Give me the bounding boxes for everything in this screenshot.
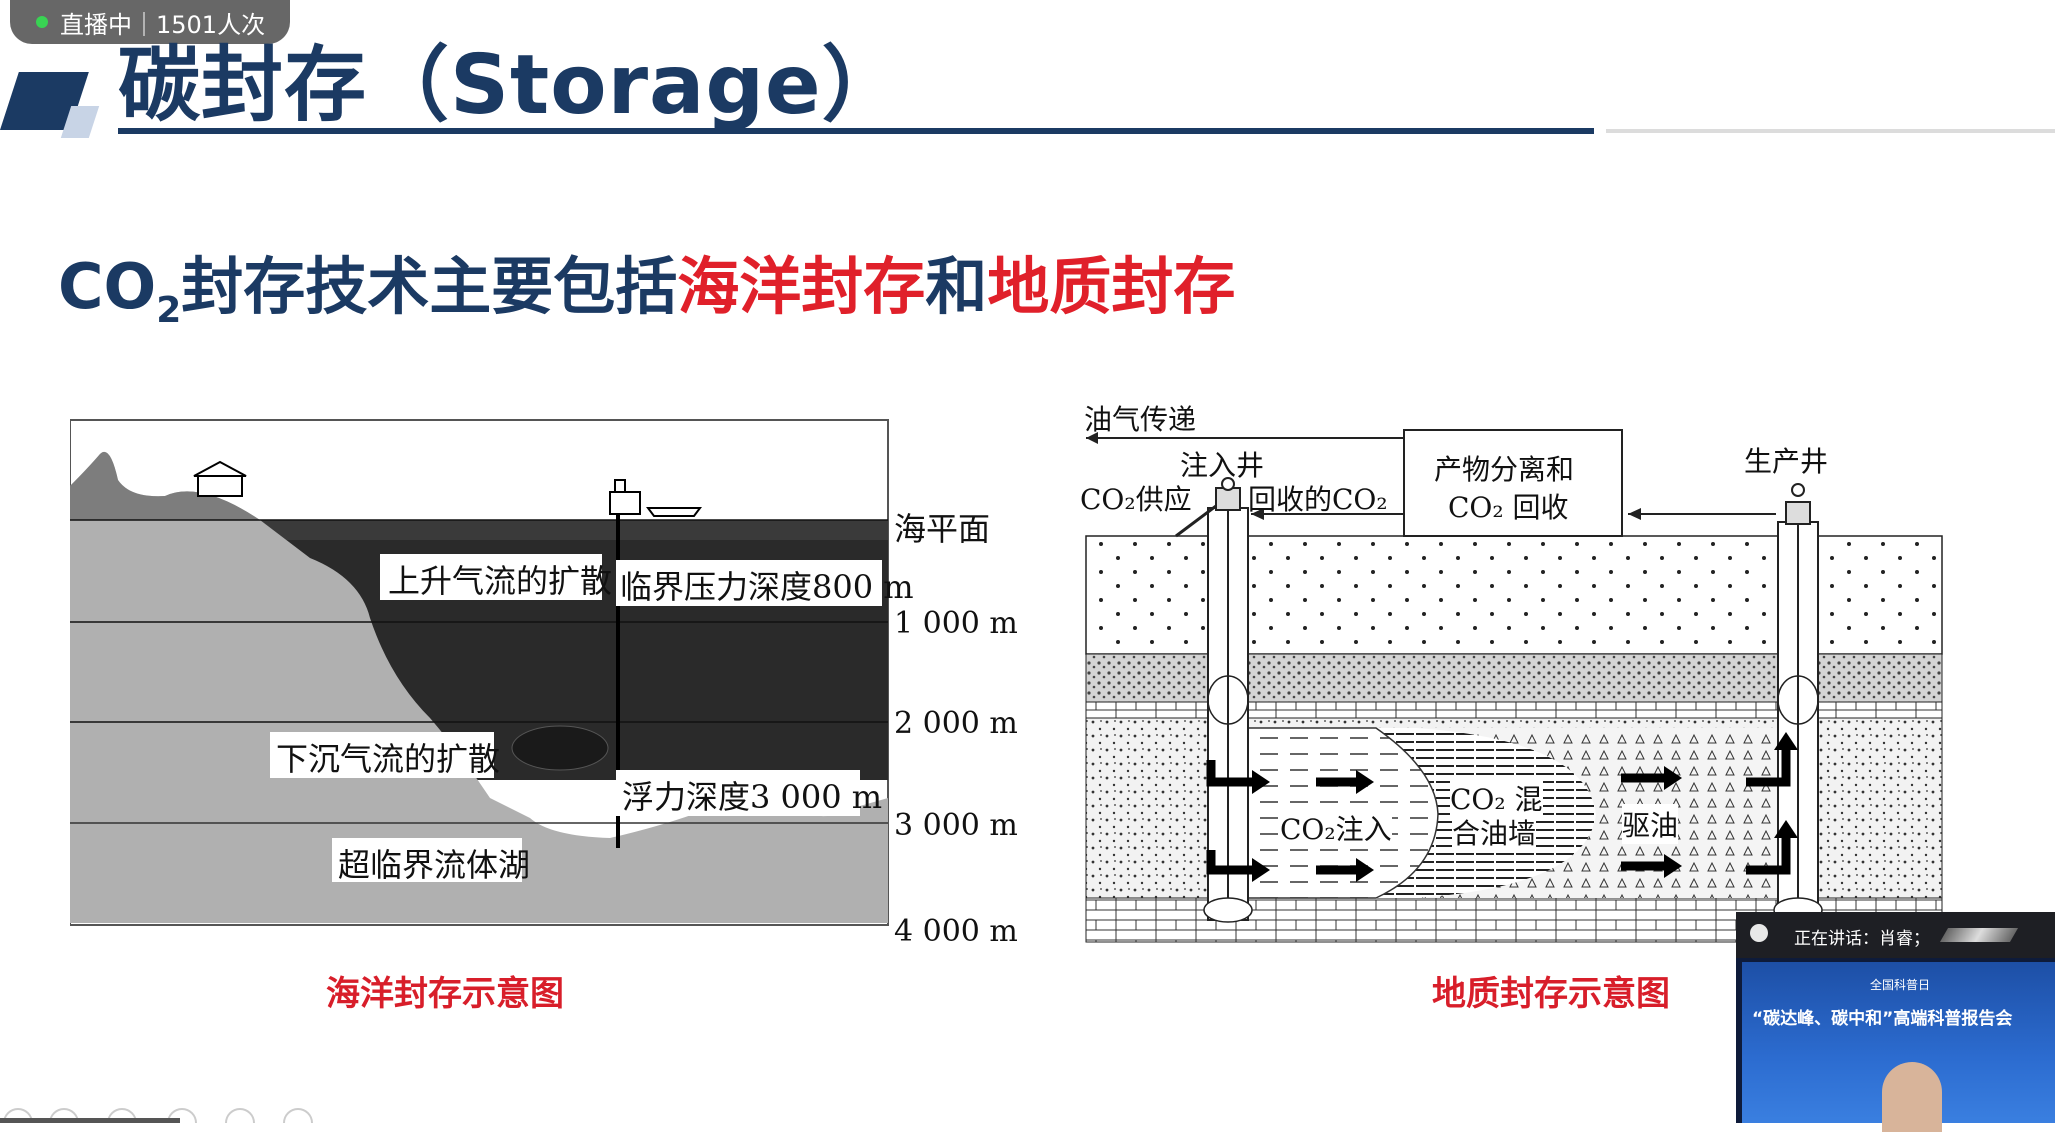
speaker-wave-icon [1939, 928, 2019, 942]
speaker-avatar [1882, 1062, 1942, 1132]
ocean-critical-label: 临界压力深度800 m [620, 568, 914, 606]
headline-ocean: 海洋封存 [677, 250, 926, 323]
recycled-co2-label: 回收的CO₂ [1248, 483, 1388, 516]
title-underline-light [1606, 129, 2055, 133]
separation-label-2: CO₂ 回收 [1448, 491, 1569, 524]
event-org: 全国科普日 [1870, 978, 1931, 992]
oil-transfer-label: 油气传递 [1084, 403, 1197, 436]
event-banner: “碳达峰、碳中和”高端科普报告会 [1752, 1009, 2013, 1029]
headline-co: CO [58, 250, 157, 323]
slide-title: 碳封存（Storage） [118, 38, 905, 133]
depth-label: 3 000 m [894, 808, 1018, 843]
depth-label: 4 000 m [894, 914, 1018, 949]
speaker-label: 正在讲话：肖睿； [1794, 929, 1930, 949]
depth-label: 1 000 m [894, 606, 1018, 641]
ocean-sinking-label: 下沉气流的扩散 [276, 740, 501, 778]
headline-subscript: 2 [156, 290, 182, 331]
live-status-text: 直播中｜1501人次 [60, 10, 266, 39]
headline-text: 封存技术主要包括 [181, 250, 678, 323]
ocean-lake-label: 超临界流体湖 [338, 846, 531, 884]
title-underline [118, 128, 1594, 134]
co2-supply-label: CO₂供应 [1080, 483, 1192, 516]
production-well-label: 生产井 [1744, 445, 1829, 478]
depth-label: 2 000 m [894, 706, 1018, 741]
co2-injection-label: CO₂注入 [1280, 808, 1392, 848]
headline-and: 和 [925, 250, 988, 323]
mixed-oil-label-2: 合油墙 [1452, 812, 1537, 852]
drive-oil-label: 驱油 [1622, 804, 1679, 844]
geo-caption: 地质封存示意图 [1432, 974, 1670, 1014]
ocean-storage-diagram [70, 419, 889, 926]
sea-level-label: 海平面 [894, 510, 991, 548]
live-status-badge: 直播中｜1501人次 [10, 0, 290, 44]
bottom-toolbar [0, 1108, 313, 1123]
ocean-buoyancy-label: 浮力深度3 000 m [622, 778, 883, 816]
live-dot-icon [36, 16, 48, 28]
ocean-rising-label: 上升气流的扩散 [388, 562, 613, 600]
mic-icon [1750, 924, 1768, 942]
headline-geo: 地质封存 [987, 250, 1236, 323]
geo-storage-diagram [1085, 429, 1943, 943]
injection-well-label: 注入井 [1180, 449, 1265, 482]
speaker-screen: 全国科普日 “碳达峰、碳中和”高端科普报告会 [1742, 962, 2055, 1132]
mixed-oil-label-1: CO₂ 混 [1450, 778, 1543, 818]
separation-label-1: 产物分离和 [1434, 453, 1575, 486]
ocean-caption: 海洋封存示意图 [326, 974, 564, 1014]
slide-headline: CO2封存技术主要包括海洋封存和地质封存 [58, 236, 1235, 331]
speaker-bar: 正在讲话：肖睿； [1736, 912, 2055, 958]
